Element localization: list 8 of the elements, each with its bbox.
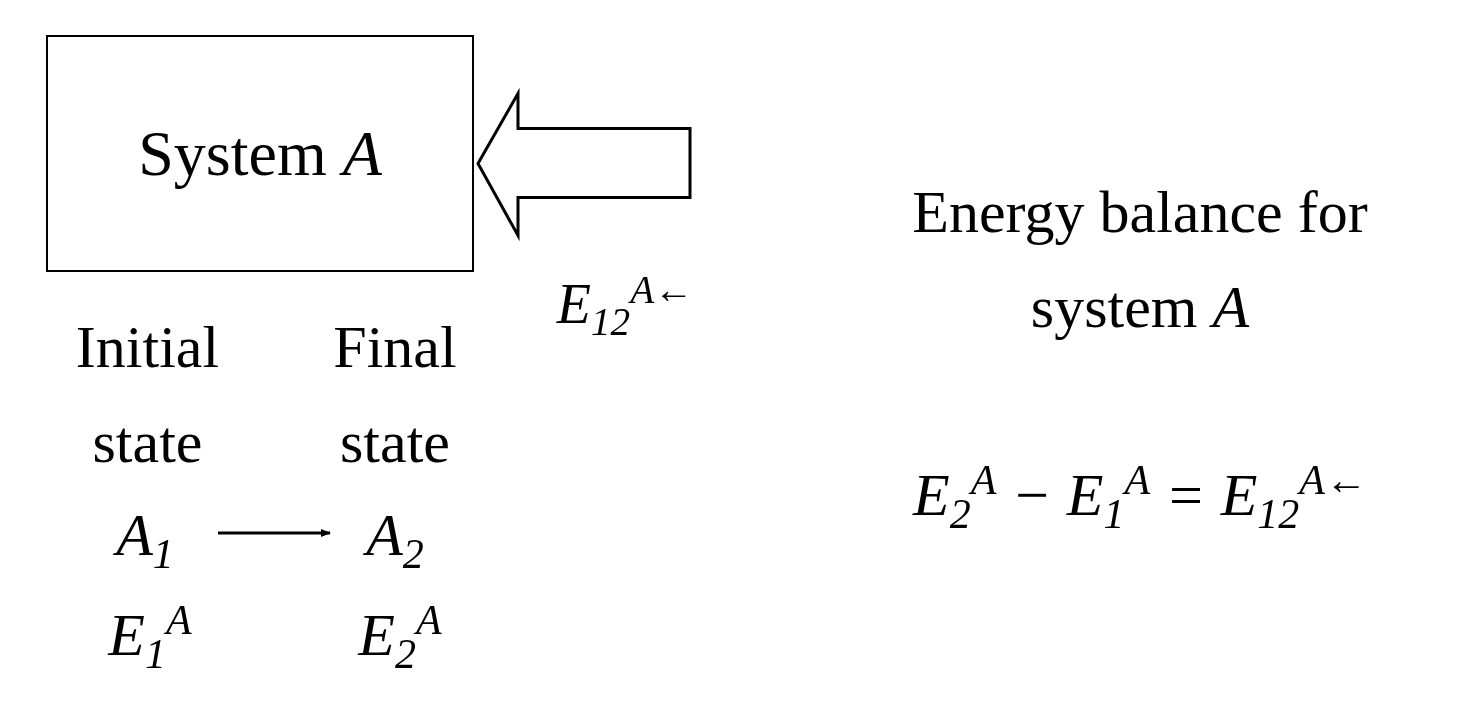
arrow [218,529,331,537]
state-symbol: A$_{1}$ [95,500,195,575]
system-box: System A [46,35,474,272]
block-arrow [476,87,692,242]
state-symbol: A$_{2}$ [345,500,445,575]
initial-state-label: Initial state [74,313,221,477]
final-state-label: Final state [332,313,458,477]
heading: Energy balance for system A [911,178,1369,342]
